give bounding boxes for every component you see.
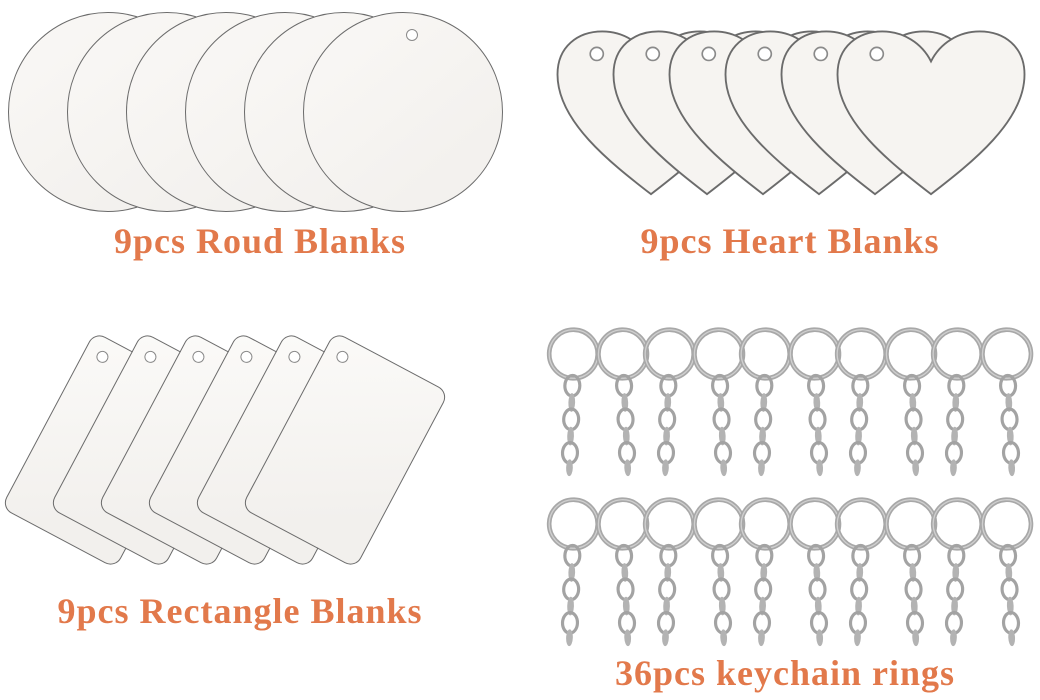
heart-blanks-label: 9pcs Heart Blanks <box>640 221 940 261</box>
keychain-row <box>546 326 1026 480</box>
keychain-ring <box>637 495 698 651</box>
heart-blanks-stack <box>548 24 1034 211</box>
round-blank <box>303 12 503 212</box>
keychain-ring <box>925 325 986 481</box>
hang-hole <box>142 348 159 366</box>
keychain-ring <box>733 325 794 481</box>
round-blanks-label: 9pcs Roud Blanks <box>113 221 407 261</box>
heart-blanks-section: 9pcs Heart Blanks <box>540 0 1040 290</box>
keychain-ring <box>541 325 602 481</box>
hang-hole <box>94 348 111 366</box>
keychain-rings-label: 36pcs keychain rings <box>614 653 956 693</box>
hang-hole <box>406 29 418 41</box>
hang-hole <box>190 348 207 366</box>
keychain-ring <box>978 325 1040 481</box>
keychain-ring <box>637 325 698 481</box>
hang-hole <box>238 348 255 366</box>
round-blanks-stack <box>8 12 503 212</box>
rectangle-blanks-label: 9pcs Rectangle Blanks <box>57 591 423 631</box>
keychain-row <box>546 496 1026 650</box>
keychain-ring <box>925 495 986 651</box>
keychain-ring <box>978 495 1040 651</box>
keychain-ring <box>541 495 602 651</box>
keychain-ring <box>829 495 890 651</box>
hang-hole <box>334 348 351 366</box>
hang-hole <box>286 348 303 366</box>
keychain-ring <box>733 495 794 651</box>
round-blanks-section: 9pcs Roud Blanks <box>0 0 520 290</box>
heart-blank <box>828 24 1034 211</box>
keychain-ring <box>829 325 890 481</box>
rectangle-blanks-section: 9pcs Rectangle Blanks <box>0 300 480 660</box>
keychain-rings-section: 36pcs keychain rings <box>530 300 1040 700</box>
